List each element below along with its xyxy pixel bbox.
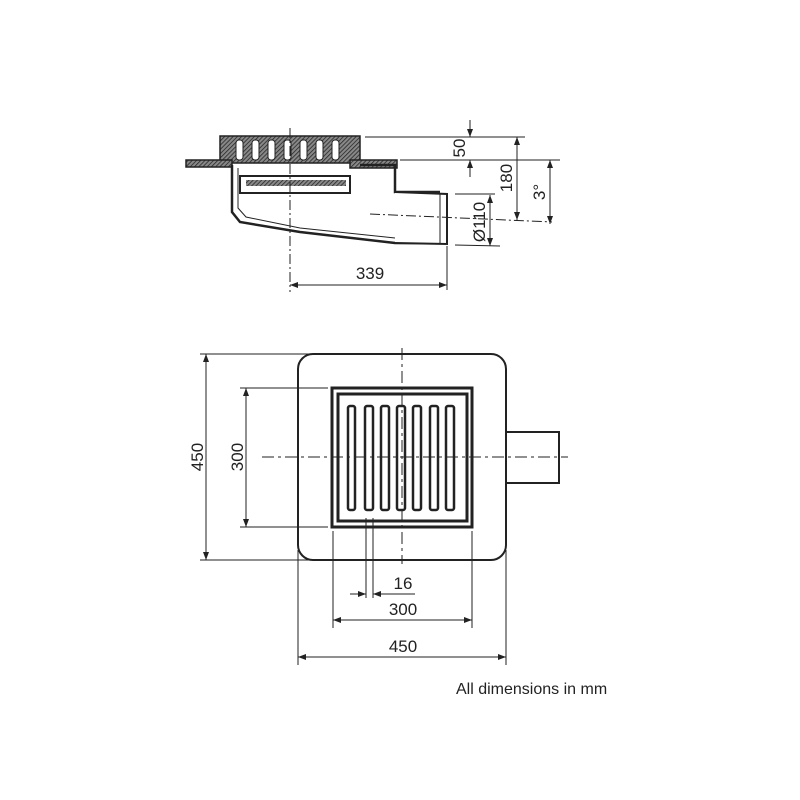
side-view: 50 180 3° Ø110 339 [185,120,560,292]
dim-grate-height: 300 [228,443,247,471]
flange [185,159,398,169]
dim-grate-height: 50 [450,139,469,158]
dim-total-height: 180 [497,164,516,192]
dim-outlet-length: 339 [356,264,384,283]
dim-slope: 3° [530,184,549,200]
basket-holes [246,180,346,186]
top-view: 450 300 16 300 450 [188,348,568,665]
outlet-pipe [394,191,448,246]
units-note: All dimensions in mm [456,681,608,698]
grate-slots [346,404,456,512]
dim-outlet-diameter: Ø110 [470,202,489,242]
dim-outer-width: 450 [389,637,417,656]
dim-grate-width: 300 [389,600,417,619]
dim-outer-height: 450 [188,443,207,471]
pipe-axis [369,213,553,223]
grate-bars [235,139,340,161]
dim-slot-width: 16 [394,574,413,593]
